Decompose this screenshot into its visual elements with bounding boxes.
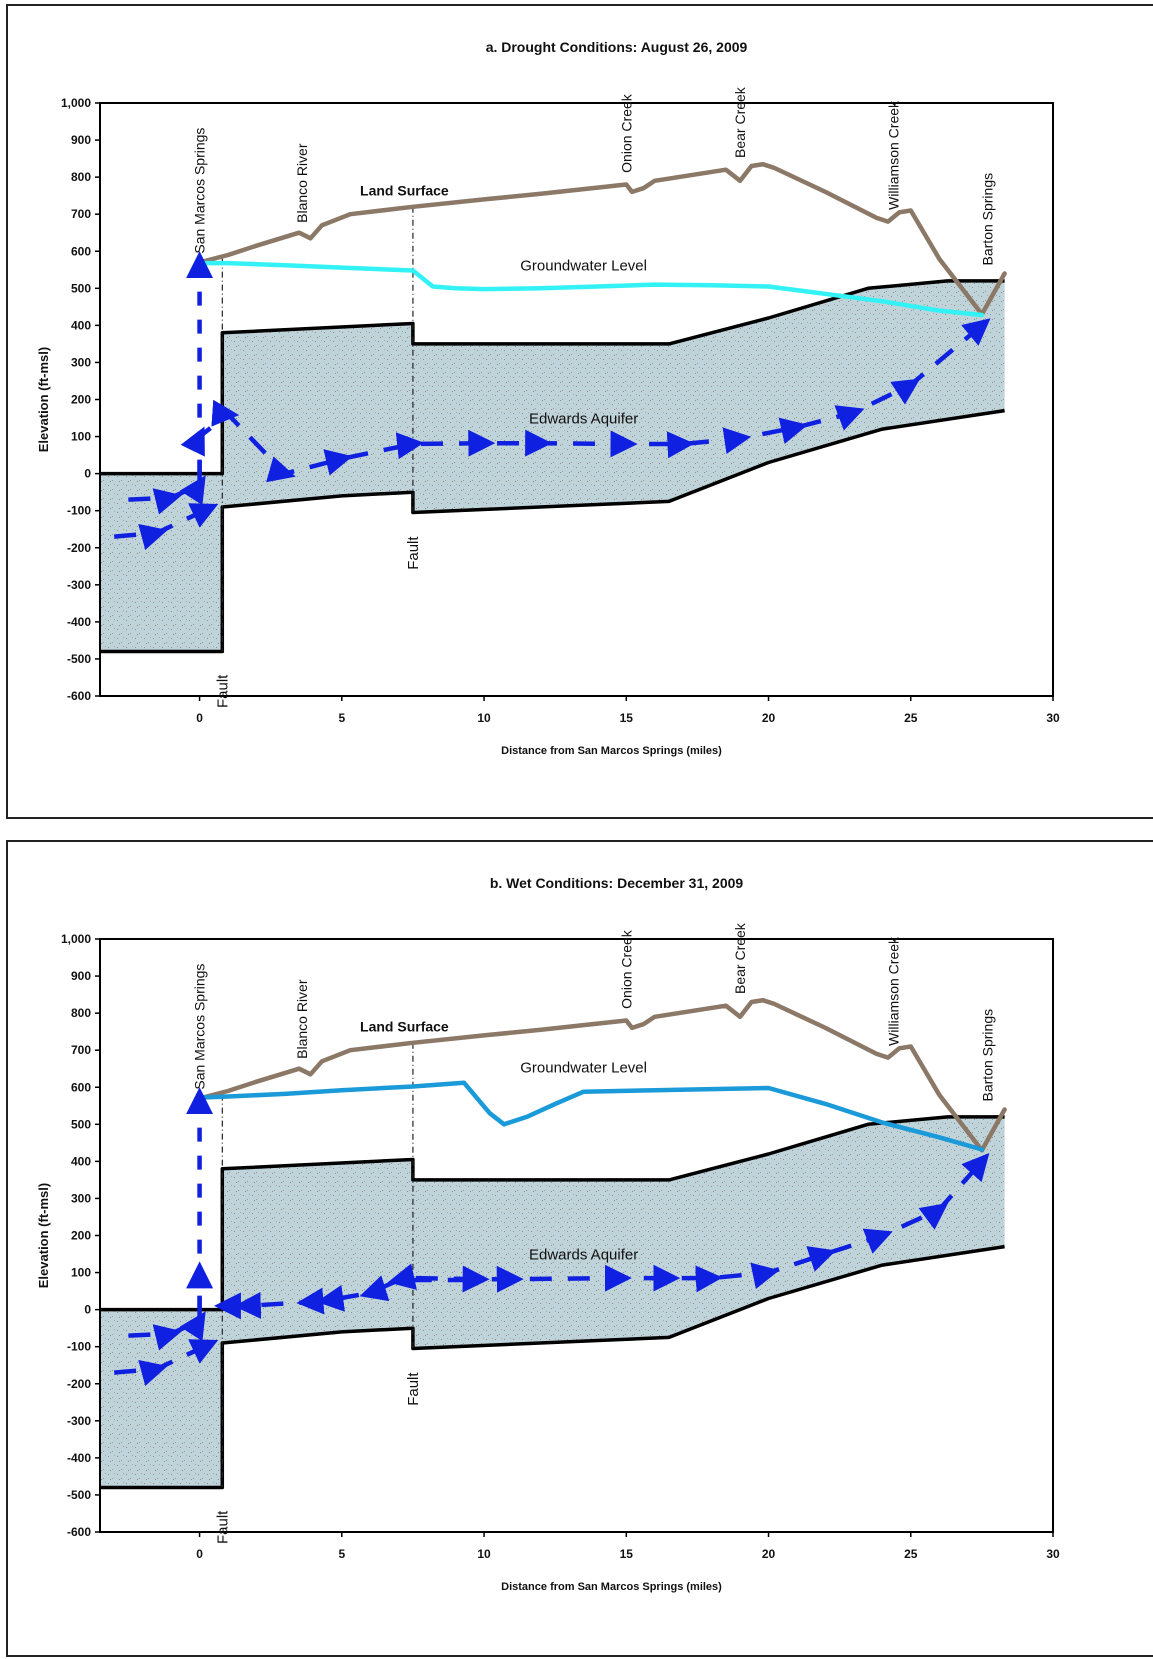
- land-surface-label: Land Surface: [360, 183, 449, 199]
- fault-label-2: Fault: [405, 1372, 422, 1406]
- y-tick-label: 300: [71, 355, 91, 369]
- chart-title: b. Wet Conditions: December 31, 2009: [490, 875, 744, 891]
- y-tick-label: 700: [71, 207, 91, 221]
- fault-label-1: Fault: [214, 1510, 231, 1544]
- y-tick-label: 600: [71, 1080, 91, 1094]
- x-axis-label: Distance from San Marcos Springs (miles): [501, 745, 722, 757]
- flow-arrow-path-east: [415, 1152, 990, 1293]
- series-line-land-surface: [197, 161, 1007, 317]
- location-label: Onion Creek: [618, 929, 634, 1009]
- chart-panel-a: a. Drought Conditions: August 26, 2009 1,…: [6, 4, 1153, 819]
- y-tick-label: -600: [67, 1525, 91, 1539]
- x-tick-label: 0: [196, 1547, 203, 1561]
- groundwater-level-label: Groundwater Level: [520, 1059, 647, 1076]
- x-tick-label: 5: [338, 711, 345, 725]
- x-tick-label: 25: [904, 1547, 918, 1561]
- y-tick-label: -500: [67, 1488, 91, 1502]
- y-tick-label: 1,000: [61, 96, 91, 110]
- y-tick-label: -300: [67, 578, 91, 592]
- y-tick-label: -100: [67, 1340, 91, 1354]
- x-tick-label: 15: [620, 1547, 634, 1561]
- fault-label-1: Fault: [214, 674, 231, 708]
- fault-label-2: Fault: [405, 536, 422, 570]
- y-tick-label: 600: [71, 244, 91, 258]
- flow-arrow-path-upper: [128, 318, 991, 515]
- flow-arrow-path-lower: [114, 503, 219, 551]
- y-tick-label: -400: [67, 1451, 91, 1465]
- y-tick-label: 1,000: [61, 932, 91, 946]
- y-tick-label: 900: [71, 969, 91, 983]
- y-tick-label: 400: [71, 318, 91, 332]
- y-tick-label: -600: [67, 689, 91, 703]
- x-tick-label: 0: [196, 711, 203, 725]
- chart-title: a. Drought Conditions: August 26, 2009: [486, 39, 748, 55]
- x-tick-label: 20: [762, 711, 776, 725]
- series-line-groundwater-level: [197, 260, 985, 318]
- y-tick-label: 800: [71, 1006, 91, 1020]
- y-tick-label: -500: [67, 652, 91, 666]
- y-axis-label: Elevation (ft-msl): [36, 1183, 51, 1288]
- location-label: Barton Springs: [980, 173, 996, 266]
- flow-arrow-path-west: [213, 1263, 470, 1320]
- y-tick-label: -400: [67, 615, 91, 629]
- x-tick-label: 30: [1046, 1547, 1060, 1561]
- groundwater-level-label: Groundwater Level: [520, 258, 647, 275]
- edwards-aquifer-label: Edwards Aquifer: [529, 1247, 638, 1264]
- y-tick-label: -200: [67, 541, 91, 555]
- location-label: San Marcos Springs: [192, 128, 208, 254]
- location-label: Onion Creek: [618, 93, 634, 173]
- location-label: Blanco River: [294, 979, 310, 1059]
- y-tick-label: 800: [71, 170, 91, 184]
- x-tick-label: 30: [1046, 711, 1060, 725]
- y-tick-label: 0: [84, 1303, 91, 1317]
- x-tick-label: 10: [477, 711, 491, 725]
- y-tick-label: -300: [67, 1414, 91, 1428]
- y-tick-label: 500: [71, 1117, 91, 1131]
- y-tick-label: -100: [67, 504, 91, 518]
- x-tick-label: 5: [338, 1547, 345, 1561]
- y-tick-label: 100: [71, 1266, 91, 1280]
- y-tick-label: 700: [71, 1043, 91, 1057]
- series-line-land-surface: [197, 997, 1007, 1153]
- y-tick-label: 300: [71, 1191, 91, 1205]
- x-tick-label: 10: [477, 1547, 491, 1561]
- location-label: Blanco River: [294, 143, 310, 223]
- x-axis-label: Distance from San Marcos Springs (miles): [501, 1581, 722, 1593]
- y-tick-label: 200: [71, 1229, 91, 1243]
- chart-b-svg: b. Wet Conditions: December 31, 2009 1,00…: [36, 875, 1060, 1593]
- y-axis-label: Elevation (ft-msl): [36, 347, 51, 452]
- location-label: San Marcos Springs: [192, 964, 208, 1090]
- chart-a-svg: a. Drought Conditions: August 26, 2009 1,…: [36, 39, 1060, 757]
- y-tick-label: 400: [71, 1154, 91, 1168]
- x-tick-label: 25: [904, 711, 918, 725]
- location-label: Bear Creek: [732, 86, 748, 158]
- land-surface-label: Land Surface: [360, 1019, 449, 1035]
- location-label: Barton Springs: [980, 1009, 996, 1102]
- edwards-aquifer-label: Edwards Aquifer: [529, 411, 638, 428]
- x-tick-label: 15: [620, 711, 634, 725]
- series-line-groundwater-level: [197, 1080, 985, 1152]
- x-tick-label: 20: [762, 1547, 776, 1561]
- chart-panel-b: b. Wet Conditions: December 31, 2009 1,00…: [6, 840, 1153, 1657]
- y-tick-label: 0: [84, 467, 91, 481]
- location-label: Bear Creek: [732, 922, 748, 994]
- y-tick-label: 500: [71, 281, 91, 295]
- y-tick-label: 100: [71, 430, 91, 444]
- y-tick-label: -200: [67, 1377, 91, 1391]
- edwards-aquifer-area: [100, 280, 1005, 652]
- y-tick-label: 200: [71, 393, 91, 407]
- y-tick-label: 900: [71, 133, 91, 147]
- location-label: Williamson Creek: [886, 100, 902, 210]
- flow-arrow-path-lower: [114, 1339, 219, 1387]
- location-label: Williamson Creek: [886, 936, 902, 1046]
- flow-arrow-path-upper: [128, 1261, 214, 1351]
- edwards-aquifer-area: [100, 1116, 1005, 1488]
